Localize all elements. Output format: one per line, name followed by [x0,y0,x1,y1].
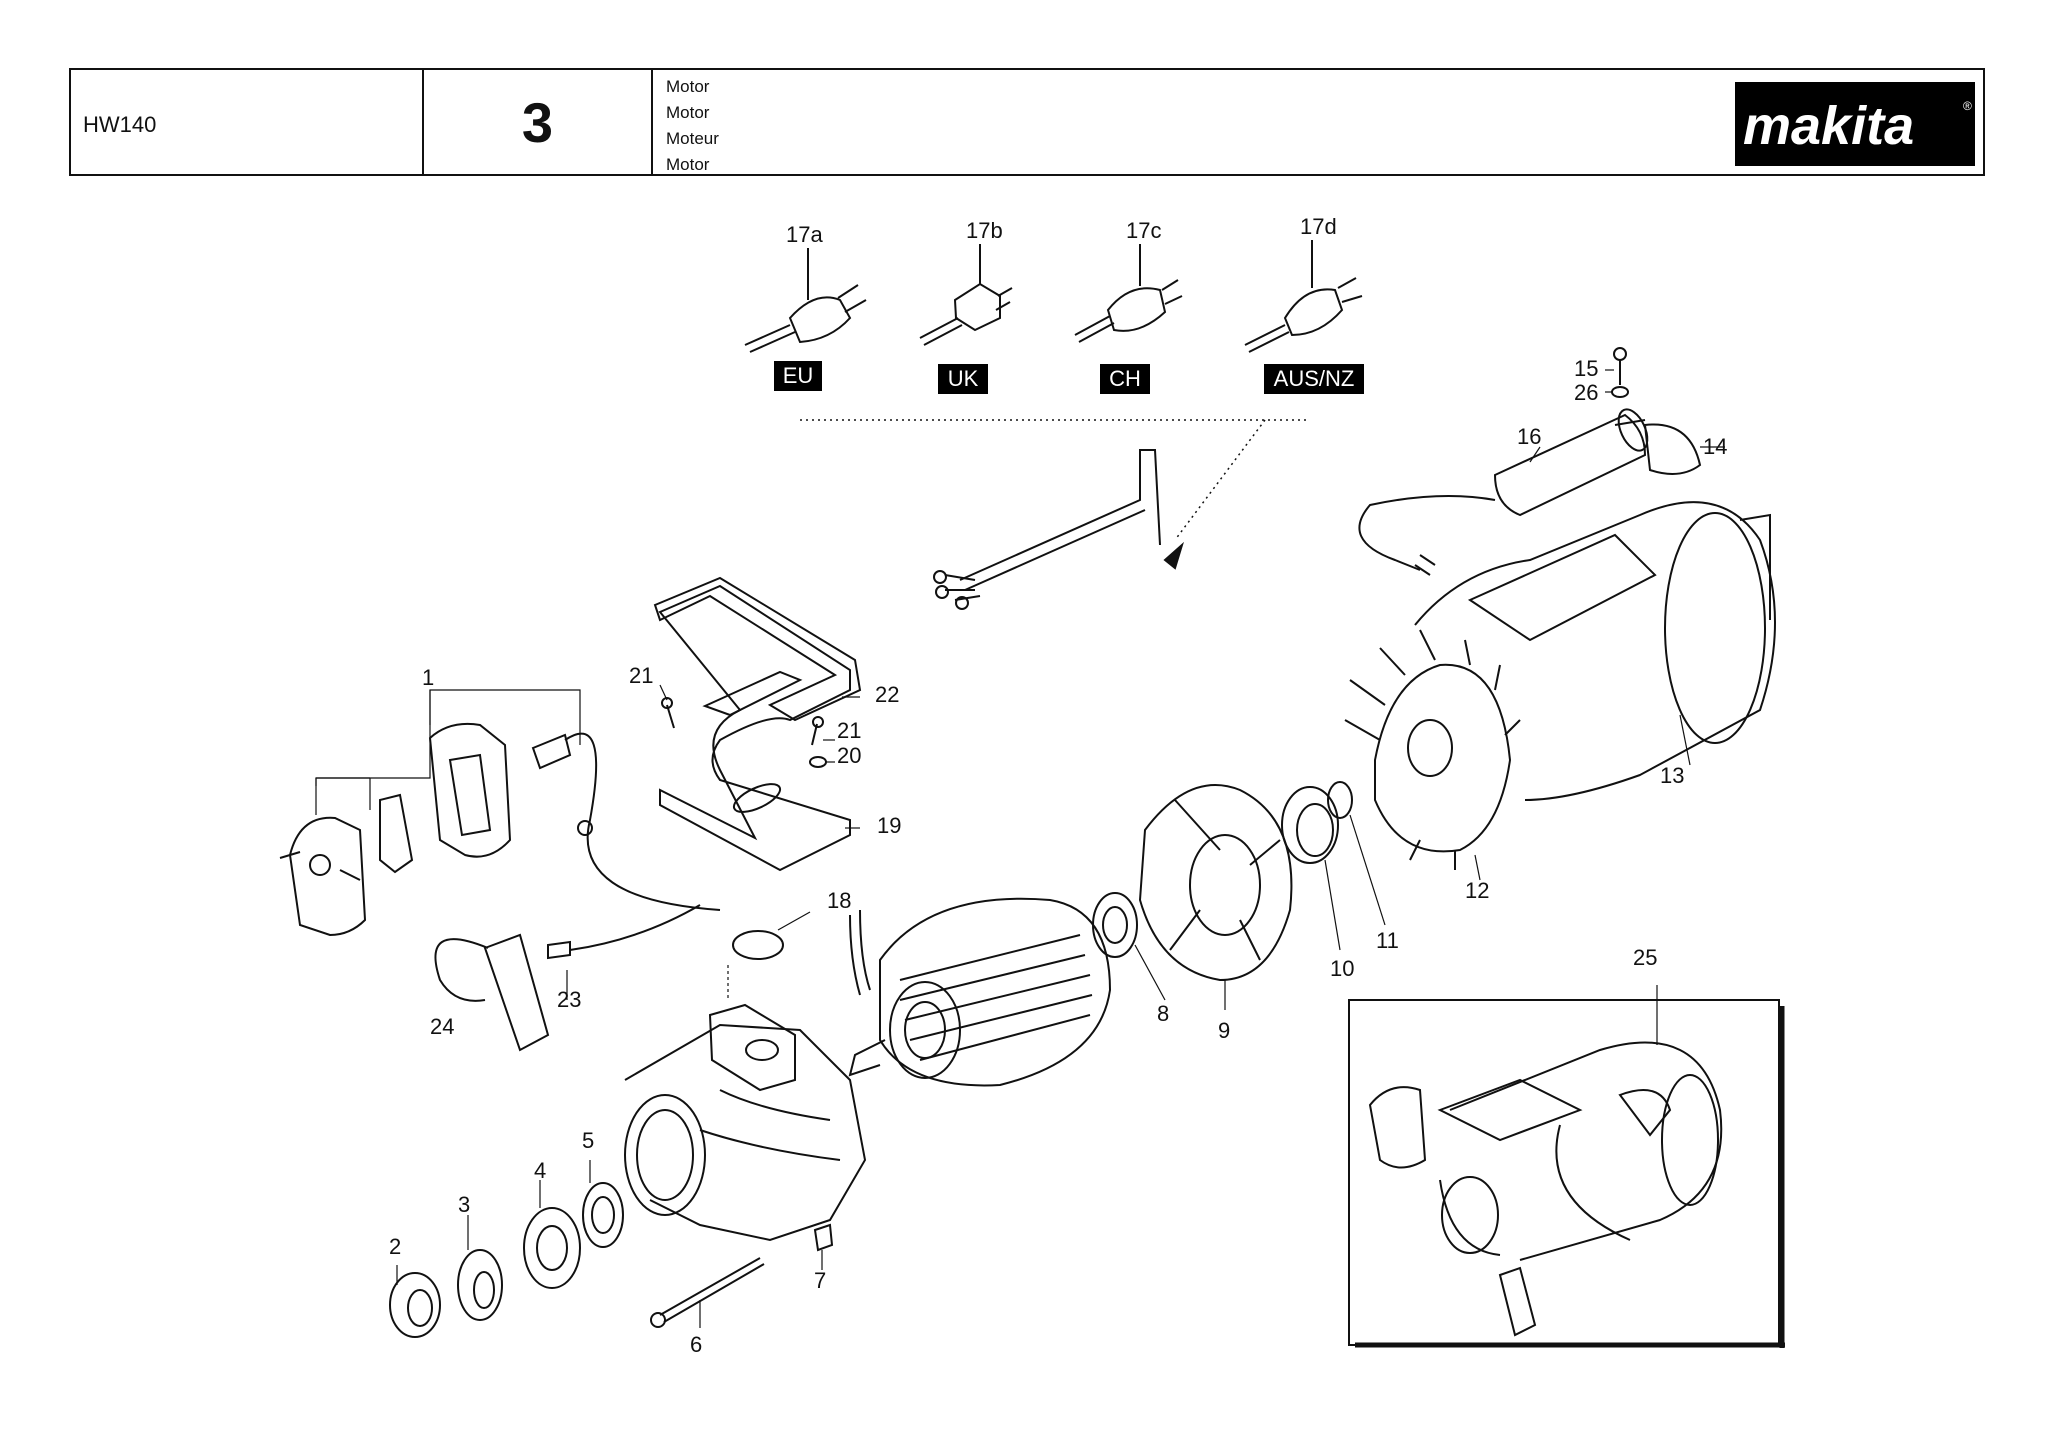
mounting-bracket-icon [658,584,851,872]
page-cell: 3 [424,70,653,174]
callout-26: 26 [1574,380,1599,405]
title-en: Motor [666,77,710,96]
motor-armature-icon [848,897,1112,1087]
callout-17b: 17b [966,218,1003,243]
page-number: 3 [521,91,554,154]
callout-8: 8 [1157,1001,1170,1026]
callout-21-upper: 21 [629,663,654,688]
end-shield-icon [1138,784,1293,1010]
bolt-icon [650,1257,765,1328]
callout-10: 10 [1330,956,1355,981]
callout-7: 7 [814,1268,827,1293]
bearing-icon [1092,892,1166,1001]
seal-disc-icon [457,1215,503,1321]
callout-leaders-1 [315,689,581,815]
fan-icon [1344,629,1521,881]
logo-wordmark: makita [1743,96,1914,156]
callout-25: 25 [1633,945,1658,970]
callout-3: 3 [458,1192,471,1217]
inset-box-icon [1348,985,1785,1348]
plug-eu-icon [744,248,867,353]
callout-12: 12 [1465,878,1490,903]
ring-icon [1327,781,1386,926]
o-ring-icon [727,911,811,1000]
callout-6: 6 [690,1332,703,1357]
switch-assembly-icon [279,722,721,937]
title-block: HW140 3 Motor Motor Moteur Motor makita … [69,68,1985,176]
callout-17a: 17a [786,222,823,247]
callout-15: 15 [1574,356,1599,381]
callout-22: 22 [875,682,900,707]
drain-plug-icon [813,1223,834,1270]
assembled-motor-icon [1368,1041,1723,1337]
callout-17d: 17d [1300,214,1337,239]
cord-guide-lines [800,419,1310,541]
screws-icon [661,697,827,768]
callout-1: 1 [422,665,435,690]
cover-icon [653,576,862,722]
callout-11: 11 [1376,928,1399,953]
callout-9: 9 [1218,1018,1231,1043]
screw-15-icon [1605,347,1627,385]
seal-icon [1281,786,1341,951]
plug-tag-uk: UK [938,364,988,394]
motor-body-icon [1414,501,1776,801]
pressure-switch-icon [434,904,701,1052]
leaders-bracket [659,684,860,829]
makita-logo: makita ® [1735,82,1975,166]
pump-housing-icon [624,1003,867,1242]
logo-registered-mark: ® [1963,99,1972,113]
model-number: HW140 [83,112,157,137]
callout-24: 24 [430,1014,455,1039]
plug-aus-nz-icon [1244,240,1363,353]
callout-23: 23 [557,987,582,1012]
callout-18: 18 [827,888,852,913]
plug-tag-aus-nz: AUS/NZ [1264,364,1364,394]
clamp-icon [1614,419,1725,475]
callout-2: 2 [389,1234,402,1259]
callout-5: 5 [582,1128,595,1153]
callout-13: 13 [1660,763,1685,788]
capacitor-icon [1358,408,1649,576]
callout-4: 4 [534,1158,547,1183]
model-cell: HW140 [71,70,424,174]
section-titles: Motor Motor Moteur Motor [666,74,719,178]
callout-16: 16 [1517,424,1542,449]
washer-26-icon [1605,386,1629,398]
seal-cap-icon [389,1265,441,1338]
title-fr: Moteur [666,129,719,148]
arrow-icon [1163,541,1184,570]
plug-tag-eu: EU [774,361,822,391]
power-cord-icon [933,449,1161,610]
callout-14: 14 [1703,434,1728,459]
callout-19: 19 [877,813,902,838]
plug-uk-icon [919,244,1013,346]
title-nl: Motor [666,155,710,174]
title-de: Motor [666,103,710,122]
plug-tag-ch: CH [1100,364,1150,394]
plug-ch-icon [1074,244,1183,343]
callout-20: 20 [837,743,862,768]
shaft-seal-icon [582,1160,624,1248]
ball-bearing-icon [523,1180,581,1289]
callout-17c: 17c [1126,218,1162,243]
callout-21-lower: 21 [837,718,862,743]
